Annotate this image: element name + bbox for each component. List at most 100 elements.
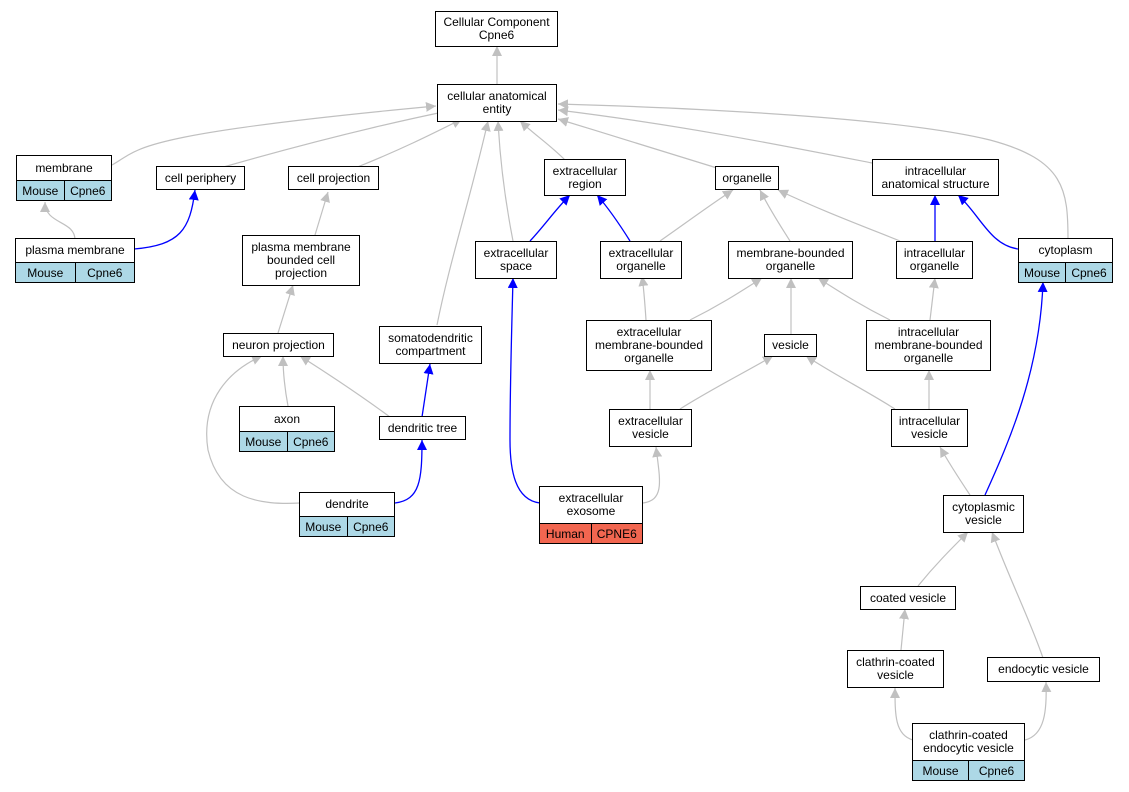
edge-icmbo-icorganelle <box>928 277 939 321</box>
gene-label: Cpne6 <box>968 761 1024 780</box>
edge-cellprojection-cae <box>354 118 463 169</box>
node-dendrite[interactable]: dendrite Mouse Cpne6 <box>299 492 395 537</box>
gene-label: Cpne6 <box>63 181 111 200</box>
node-endocytic-vesicle[interactable]: endocytic vesicle <box>987 657 1100 682</box>
edge-neuronproj-pmbcp <box>277 284 295 334</box>
node-extracellular-region[interactable]: extracellular region <box>544 159 626 196</box>
node-membrane[interactable]: membrane Mouse Cpne6 <box>16 155 112 201</box>
node-extracellular-vesicle[interactable]: extracellular vesicle <box>609 409 692 447</box>
node-vesicle[interactable]: vesicle <box>764 334 817 357</box>
edge-ecorganelle-organelle <box>659 189 734 242</box>
edge-clathrinendo-clathrin <box>890 687 914 741</box>
node-label: Cellular Component Cpne6 <box>443 15 550 42</box>
node-somatodendritic-compartment[interactable]: somatodendritic compartment <box>379 326 482 364</box>
gene-label: Cpne6 <box>286 432 334 451</box>
annotation-row: Human CPNE6 <box>540 523 642 543</box>
node-intracellular-anatomical-structure[interactable]: intracellular anatomical structure <box>872 159 999 196</box>
node-coated-vesicle[interactable]: coated vesicle <box>860 586 956 610</box>
node-plasma-membrane-bounded-cell-projection[interactable]: plasma membrane bounded cell projection <box>242 235 360 286</box>
node-label: neuron projection <box>232 337 325 352</box>
edge-dendrite-dendritictree <box>394 439 427 504</box>
edge-ecspace-ecregion <box>529 194 571 242</box>
node-cytoplasm[interactable]: cytoplasm Mouse Cpne6 <box>1018 238 1113 283</box>
node-intracellular-membrane-bounded-organelle[interactable]: intracellular membrane-bounded organelle <box>866 320 991 371</box>
node-label: intracellular membrane-bounded organelle <box>874 325 983 365</box>
species-label: Mouse <box>913 761 968 780</box>
edge-endocytic-cytovesicle <box>990 531 1044 659</box>
node-cellular-anatomical-entity[interactable]: cellular anatomical entity <box>437 84 557 122</box>
edge-clathrinendo-endocytic <box>1024 681 1052 741</box>
node-extracellular-organelle[interactable]: extracellular organelle <box>600 241 682 279</box>
node-extracellular-exosome[interactable]: extracellular exosome Human CPNE6 <box>539 486 643 544</box>
node-label: cell projection <box>296 170 371 185</box>
annotation-row: Mouse Cpne6 <box>16 262 134 282</box>
node-intracellular-vesicle[interactable]: intracellular vesicle <box>891 409 968 447</box>
edge-axon-neuronproj <box>278 355 289 407</box>
node-extracellular-space[interactable]: extracellular space <box>475 241 557 279</box>
edge-pmbcp-cellprojection <box>314 191 330 236</box>
edge-cytovesicle-icvesicle <box>939 446 971 496</box>
node-cell-projection[interactable]: cell projection <box>288 166 379 190</box>
node-label: membrane <box>35 160 93 175</box>
node-label: cell periphery <box>164 170 237 185</box>
edge-coated-cytovesicle <box>917 531 969 587</box>
gene-label: Cpne6 <box>346 517 394 536</box>
node-axon[interactable]: axon Mouse Cpne6 <box>239 406 335 452</box>
annotation-row: Mouse Cpne6 <box>240 431 334 451</box>
edge-icorganelle-organelle <box>777 189 901 242</box>
edge-cytoplasm-cae <box>557 99 1069 241</box>
blue-edges <box>133 189 1048 504</box>
node-label: cytoplasm <box>1038 243 1093 257</box>
edge-icanat-cae <box>557 106 873 164</box>
node-clathrin-coated-vesicle[interactable]: clathrin-coated vesicle <box>847 650 944 688</box>
edge-exosome-ecspace <box>507 277 541 504</box>
node-membrane-bounded-organelle[interactable]: membrane-bounded organelle <box>728 241 853 279</box>
edge-icvesicle-vesicle <box>805 355 896 410</box>
node-label: dendrite <box>325 497 369 511</box>
node-plasma-membrane[interactable]: plasma membrane Mouse Cpne6 <box>15 238 135 283</box>
node-label: dendritic tree <box>387 420 458 435</box>
node-cellular-component[interactable]: Cellular Component Cpne6 <box>435 11 558 47</box>
node-label: extracellular space <box>483 246 549 273</box>
node-extracellular-membrane-bounded-organelle[interactable]: extracellular membrane-bounded organelle <box>586 320 712 371</box>
edge-dendritictree-neuronproj <box>299 355 391 418</box>
node-clathrin-coated-endocytic-vesicle[interactable]: clathrin-coated endocytic vesicle Mouse … <box>912 723 1025 781</box>
node-label: extracellular vesicle <box>618 414 683 441</box>
edge-ecorganelle-ecregion <box>596 194 631 242</box>
node-label: extracellular region <box>552 163 618 191</box>
node-label: endocytic vesicle <box>998 662 1089 676</box>
edge-dendrite-neuronproj <box>206 355 301 504</box>
edge-cellperiphery-cae <box>219 108 449 169</box>
node-label: clathrin-coated endocytic vesicle <box>923 728 1014 755</box>
node-cell-periphery[interactable]: cell periphery <box>156 166 245 190</box>
edge-membrane-cae <box>111 101 437 166</box>
annotation-row: Mouse Cpne6 <box>1019 262 1112 282</box>
node-intracellular-organelle[interactable]: intracellular organelle <box>896 241 973 279</box>
node-dendritic-tree[interactable]: dendritic tree <box>379 416 466 440</box>
species-label: Human <box>540 524 591 543</box>
node-label: organelle <box>722 170 772 185</box>
node-cytoplasmic-vesicle[interactable]: cytoplasmic vesicle <box>943 495 1024 533</box>
edge-cytovesicle-cytoplasm <box>984 281 1048 496</box>
edge-dendritictree-somatodendritic <box>421 363 434 418</box>
species-label: Mouse <box>300 517 347 536</box>
gene-label: Cpne6 <box>1065 263 1112 282</box>
edge-pm-cellperiphery <box>133 189 199 250</box>
annotation-row: Mouse Cpne6 <box>913 760 1024 780</box>
node-label: intracellular anatomical structure <box>881 163 990 191</box>
edge-pm-membrane <box>40 201 76 241</box>
node-label: extracellular membrane-bounded organelle <box>594 325 704 365</box>
edge-icmbo-mbo <box>817 277 891 321</box>
annotation-row: Mouse Cpne6 <box>300 516 394 536</box>
node-label: extracellular exosome <box>558 491 624 518</box>
node-label: vesicle <box>772 338 809 352</box>
node-organelle[interactable]: organelle <box>715 166 779 190</box>
node-neuron-projection[interactable]: neuron projection <box>223 333 334 357</box>
node-label: intracellular vesicle <box>898 414 961 441</box>
node-label: somatodendritic compartment <box>388 331 473 358</box>
node-label: plasma membrane <box>25 243 125 257</box>
edge-ecmbo-mbo <box>689 277 763 321</box>
node-label: axon <box>273 411 301 426</box>
